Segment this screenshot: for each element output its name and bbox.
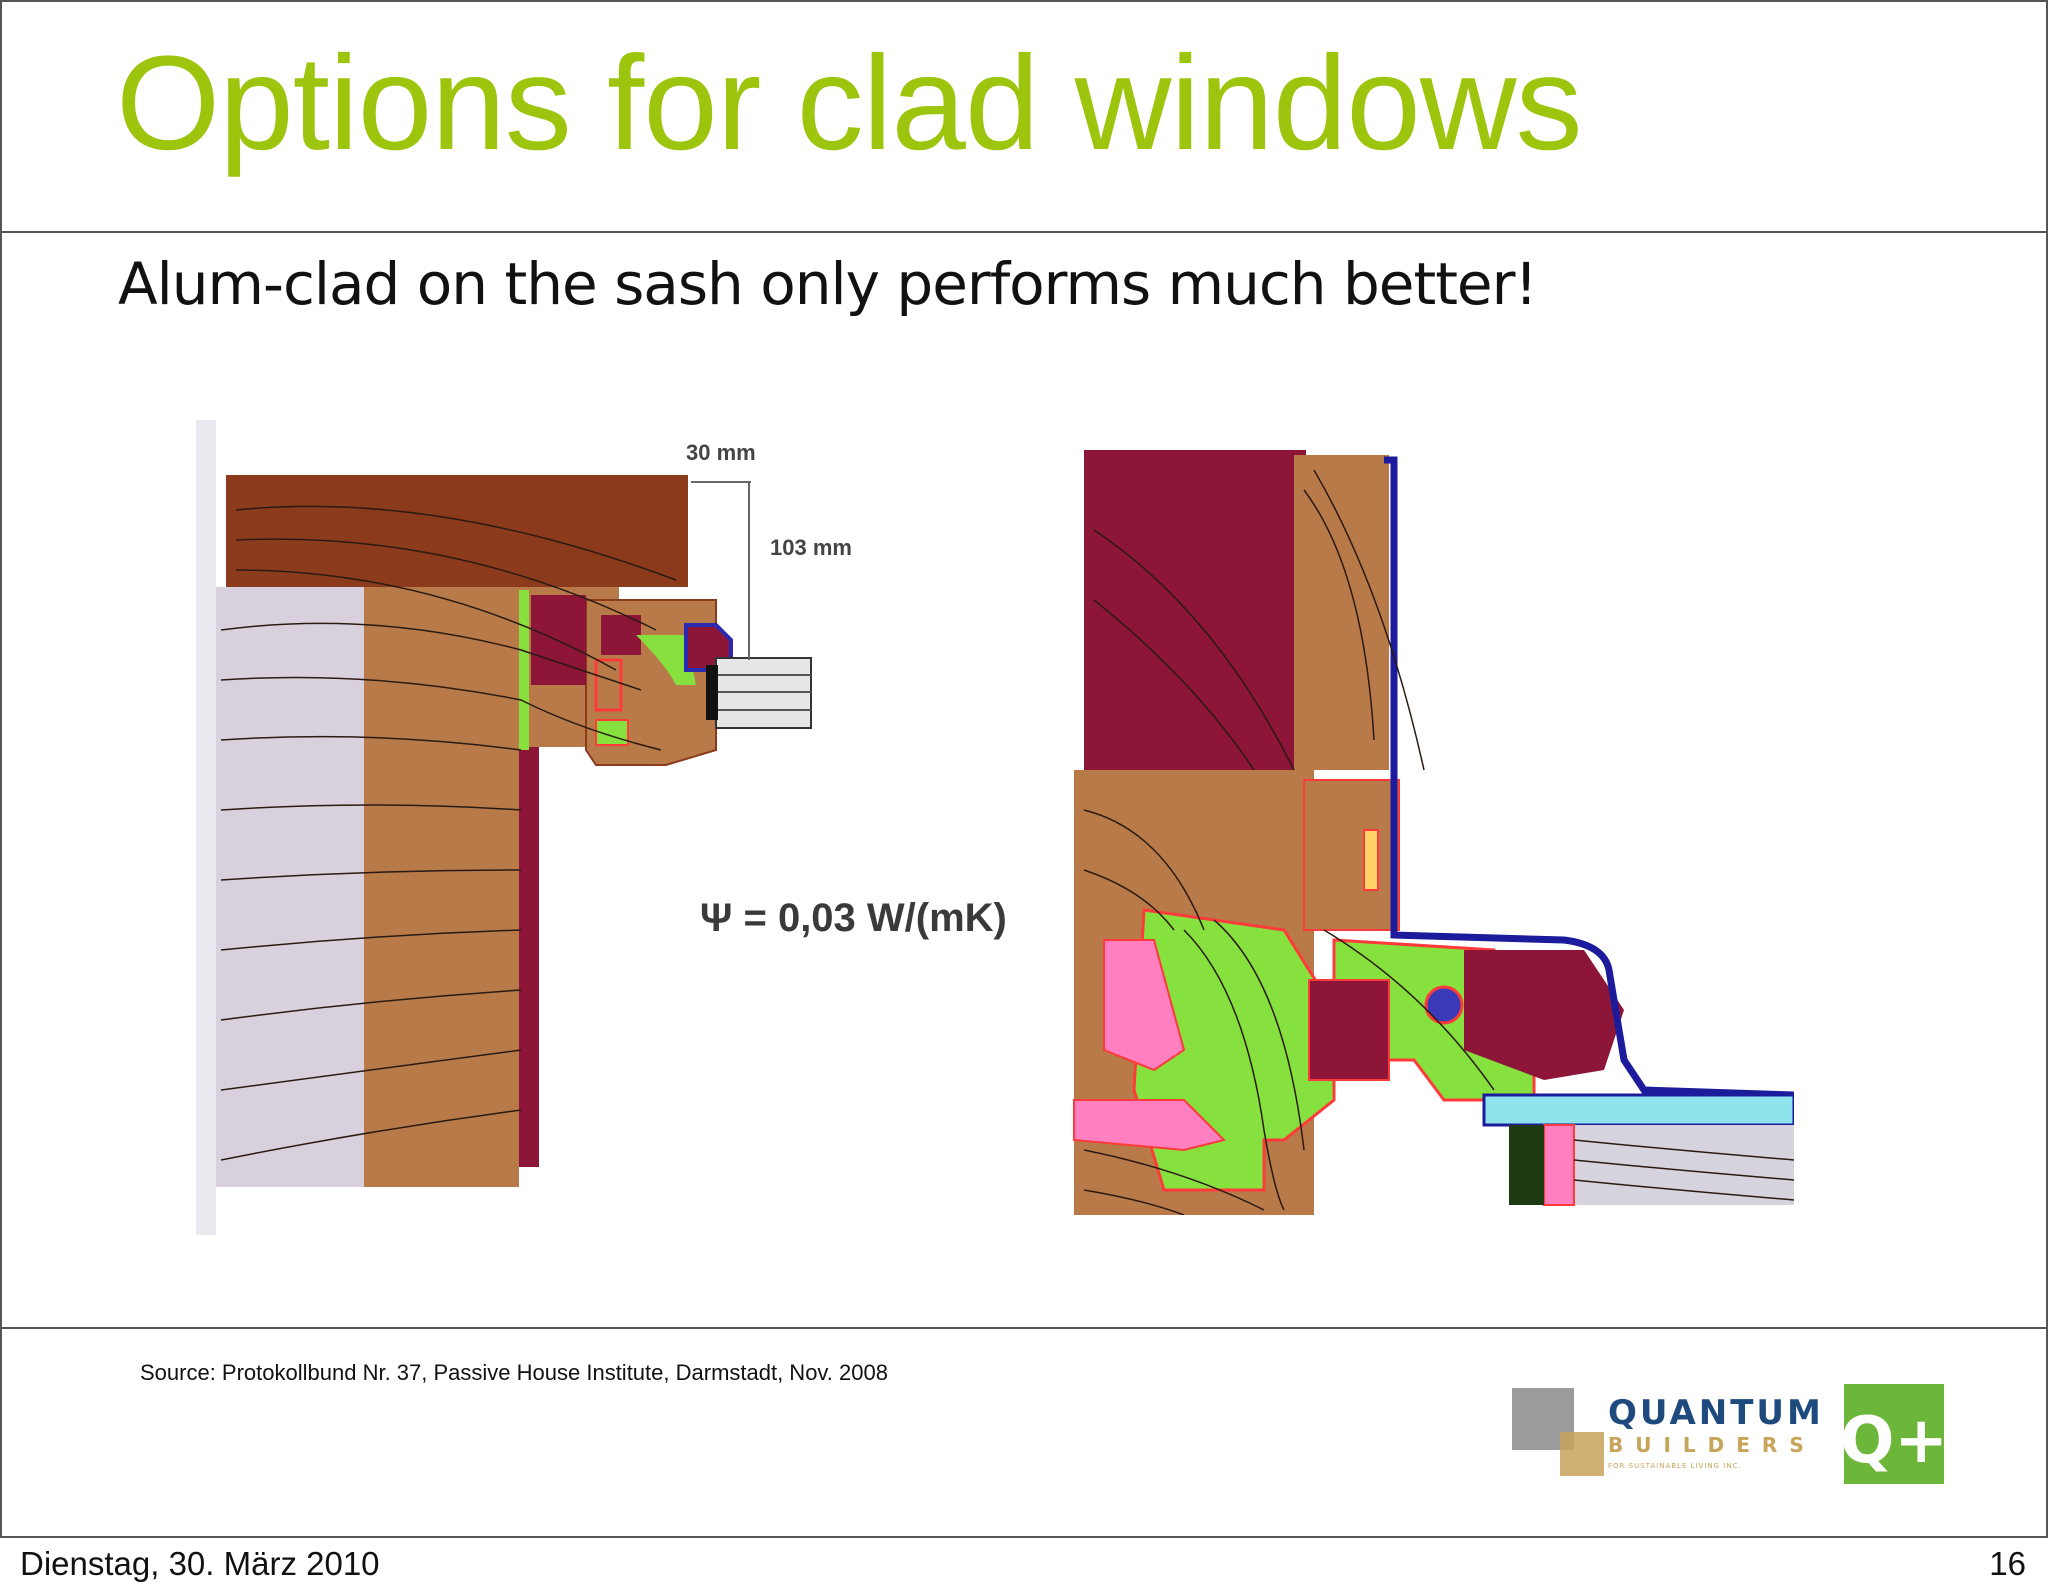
right-window-section-figure (1073, 450, 1794, 1215)
isotherm-lines (220, 505, 677, 1161)
logo-tagline: FOR SUSTAINABLE LIVING INC. (1608, 1462, 1742, 1470)
glazing-spacer (706, 665, 718, 720)
head-wood (226, 475, 688, 587)
logo-green-tile (1844, 1384, 1944, 1484)
frame-maroon-strip (519, 747, 539, 1167)
wall-maroon (1084, 450, 1306, 770)
pink-seal-lower (1073, 1099, 1226, 1152)
sash-seal (601, 615, 641, 655)
glass-edge-seal (1509, 1125, 1544, 1205)
psi-value-label: Ψ = 0,03 W/(mK) (700, 896, 1007, 940)
sash-insulation (636, 635, 696, 685)
logo-sub: BUILDERS (1608, 1433, 1816, 1457)
gasket-tube (1424, 985, 1464, 1025)
dim-30-label: 30 mm (686, 440, 756, 465)
alum-clad-outline (1384, 456, 1794, 1099)
isotherm-lines-right (1083, 469, 1794, 1215)
footer-date: Dienstag, 30. März 2010 (20, 1545, 380, 1582)
footer-page-number: 16 (1989, 1545, 2026, 1582)
sash-maroon-block (1308, 979, 1390, 1081)
sash-maroon-block (531, 595, 586, 685)
slide-subtitle: Alum-clad on the sash only performs much… (118, 250, 1538, 318)
glass-spacer (1543, 1124, 1575, 1206)
pink-seal-upper (1103, 939, 1186, 1072)
sash-red-outline (594, 658, 623, 712)
logo-mark: Q+ (1840, 1404, 1946, 1478)
frame-wood (364, 587, 519, 1187)
logo-name: QUANTUM (1608, 1393, 1824, 1433)
glazing-edge-cyan (1482, 1093, 1794, 1127)
wall-wood-top (1294, 455, 1389, 770)
left-figure-margin (196, 420, 216, 1235)
frame-seal (1363, 829, 1379, 891)
glass-pane (1544, 1125, 1794, 1205)
dim-103-label: 103 mm (770, 535, 852, 560)
left-window-section-figure: 30 mm 103 mm (196, 420, 852, 1235)
logo-gold-square (1560, 1432, 1604, 1476)
quantum-builders-logo: QUANTUM BUILDERS FOR SUSTAINABLE LIVING … (1512, 1384, 1946, 1484)
sash-maroon-outer (1464, 950, 1624, 1080)
frame-wood-step (1303, 779, 1400, 931)
title-divider (0, 231, 2048, 233)
source-citation: Source: Protokollbund Nr. 37, Passive Ho… (140, 1360, 888, 1385)
frame-green-strip (519, 590, 529, 750)
slide-title: Options for clad windows (116, 29, 1583, 178)
footer-divider (0, 1327, 2048, 1329)
